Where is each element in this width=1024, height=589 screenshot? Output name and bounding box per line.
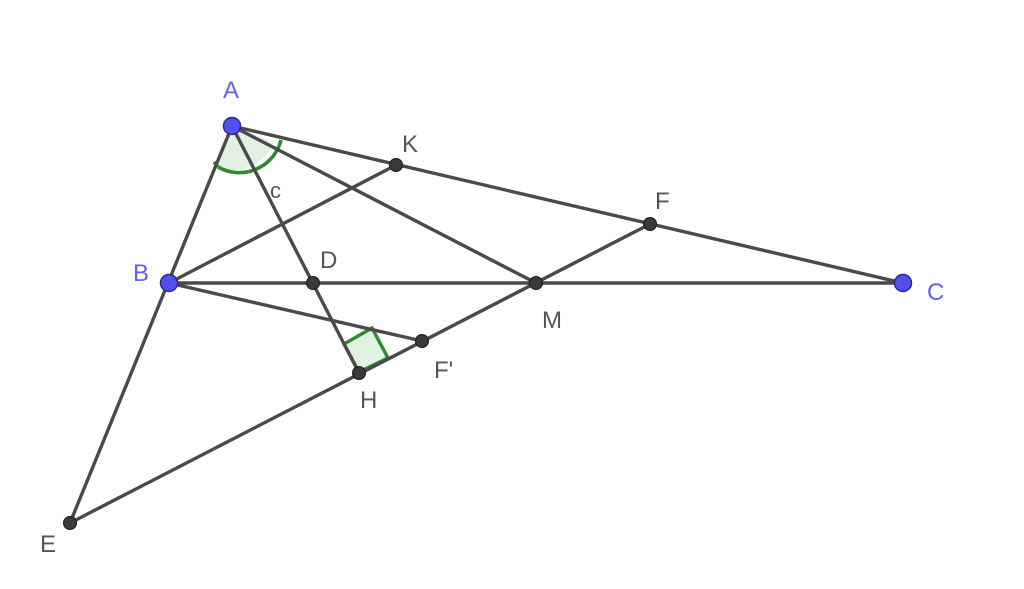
segment-label-c: c <box>270 178 281 203</box>
right-angle-marker-H <box>341 325 391 375</box>
label-A: A <box>223 77 239 104</box>
label-B: B <box>133 260 149 287</box>
segment-AC <box>230 124 905 285</box>
segments <box>68 124 905 525</box>
label-F: F <box>655 188 670 215</box>
label-F2: F' <box>434 357 453 384</box>
angle-marker-A <box>218 126 274 170</box>
point-M[interactable] <box>529 276 543 290</box>
point-B[interactable] <box>159 273 179 293</box>
label-M: M <box>542 307 562 334</box>
segment-BF2 <box>167 281 424 343</box>
points <box>63 116 913 530</box>
point-F2[interactable] <box>415 334 429 348</box>
segment-AE <box>68 124 234 525</box>
segment-AH <box>230 124 361 375</box>
label-H: H <box>360 387 377 414</box>
label-C: C <box>927 279 944 306</box>
point-A[interactable] <box>222 116 242 136</box>
point-C[interactable] <box>893 273 913 293</box>
point-F[interactable] <box>643 217 657 231</box>
point-E[interactable] <box>63 516 77 530</box>
label-E: E <box>40 531 56 558</box>
point-H[interactable] <box>352 366 366 380</box>
label-D: D <box>320 247 337 274</box>
point-K[interactable] <box>389 158 403 172</box>
label-K: K <box>402 131 418 158</box>
segment-AM <box>230 124 538 285</box>
segment-BK <box>167 163 398 285</box>
point-D[interactable] <box>306 276 320 290</box>
labels: A B C K F D M F' H E c <box>40 77 944 558</box>
